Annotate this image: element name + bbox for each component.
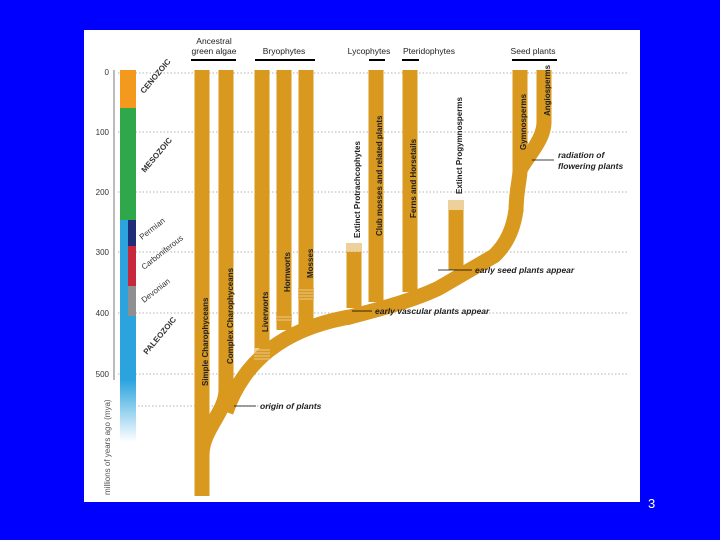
mesozoic-bar [120, 108, 136, 220]
axis-label: millions of years ago (mya) [103, 399, 112, 495]
lycophytes-header: Lycophytes [348, 46, 391, 56]
tick-label-0: 0 [105, 68, 110, 77]
branch-seed-trunk [508, 70, 528, 213]
tick-label-400: 400 [96, 309, 110, 318]
annotation-vascular: early vascular plants appear [375, 306, 490, 316]
slide-panel: 0 100 200 300 400 500 millions of years … [84, 30, 640, 502]
permian-bar [128, 220, 136, 246]
mesozoic-label: MESOZOIC [140, 136, 174, 175]
liverworts-faded-tip [254, 348, 270, 360]
tick-label-200: 200 [96, 188, 110, 197]
branch-vascular-trunk [344, 208, 524, 326]
branch-angiosperms [513, 70, 552, 174]
pteridophytes-header: Pteridophytes [403, 46, 455, 56]
protracheophytes-faded-tip [346, 243, 362, 253]
tick-label-500: 500 [96, 370, 110, 379]
tick-label-300: 300 [96, 248, 110, 257]
branch-complex-charophyceans [194, 70, 234, 456]
label-hornworts: Hornworts [283, 251, 292, 292]
carboniferous-bar [128, 246, 136, 286]
annotations: origin of plants early vascular plants a… [234, 150, 623, 411]
seed-plants-header: Seed plants [511, 46, 556, 56]
label-mosses: Mosses [306, 248, 315, 278]
annotation-seed: early seed plants appear [475, 265, 575, 275]
page-number: 3 [648, 496, 656, 511]
permian-label: Permian [138, 216, 167, 241]
annotation-origin: origin of plants [260, 401, 322, 411]
era-labels: CENOZOIC MESOZOIC Permian Carboniferous … [138, 57, 185, 356]
lineage-labels: Simple Charophyceans Complex Charophycea… [201, 64, 552, 386]
label-protracheophytes: Extinct Protrachcophytes [353, 141, 362, 238]
bryophytes-header: Bryophytes [263, 46, 306, 56]
label-gymnosperms: Gymnosperms [519, 93, 528, 150]
phylogenetic-tree [194, 70, 552, 496]
carboniferous-label: Carboniferous [140, 234, 185, 272]
hornworts-faded-tip [276, 314, 292, 322]
cenozoic-bar [120, 70, 136, 108]
time-axis: 0 100 200 300 400 500 millions of years … [96, 68, 115, 495]
devonian-bar [128, 286, 136, 316]
label-progymnosperms: Extinct Progymnosperms [455, 97, 464, 194]
fossil-tip-fill [254, 200, 464, 360]
label-ferns: Ferns and Horsetails [409, 138, 418, 218]
cenozoic-label: CENOZOIC [139, 57, 173, 95]
fossil-stripes [254, 201, 464, 360]
devonian-label: Devonian [140, 277, 172, 305]
label-simple-charophyceans: Simple Charophyceans [201, 297, 210, 386]
mosses-faded-tip [298, 288, 314, 300]
paleozoic-label: PALEOZOIC [142, 315, 179, 356]
tick-label-100: 100 [96, 128, 110, 137]
label-complex-charophyceans: Complex Charophyceans [226, 267, 235, 364]
branch-main-trunk [218, 309, 351, 415]
evolution-diagram: 0 100 200 300 400 500 millions of years … [96, 36, 629, 496]
era-bars [120, 70, 136, 442]
progymnosperms-faded-tip [448, 200, 464, 210]
label-angiosperms: Angiosperms [543, 64, 552, 116]
label-club-mosses: Club mosses and related plants [375, 115, 384, 236]
label-liverworts: Liverworts [261, 291, 270, 332]
